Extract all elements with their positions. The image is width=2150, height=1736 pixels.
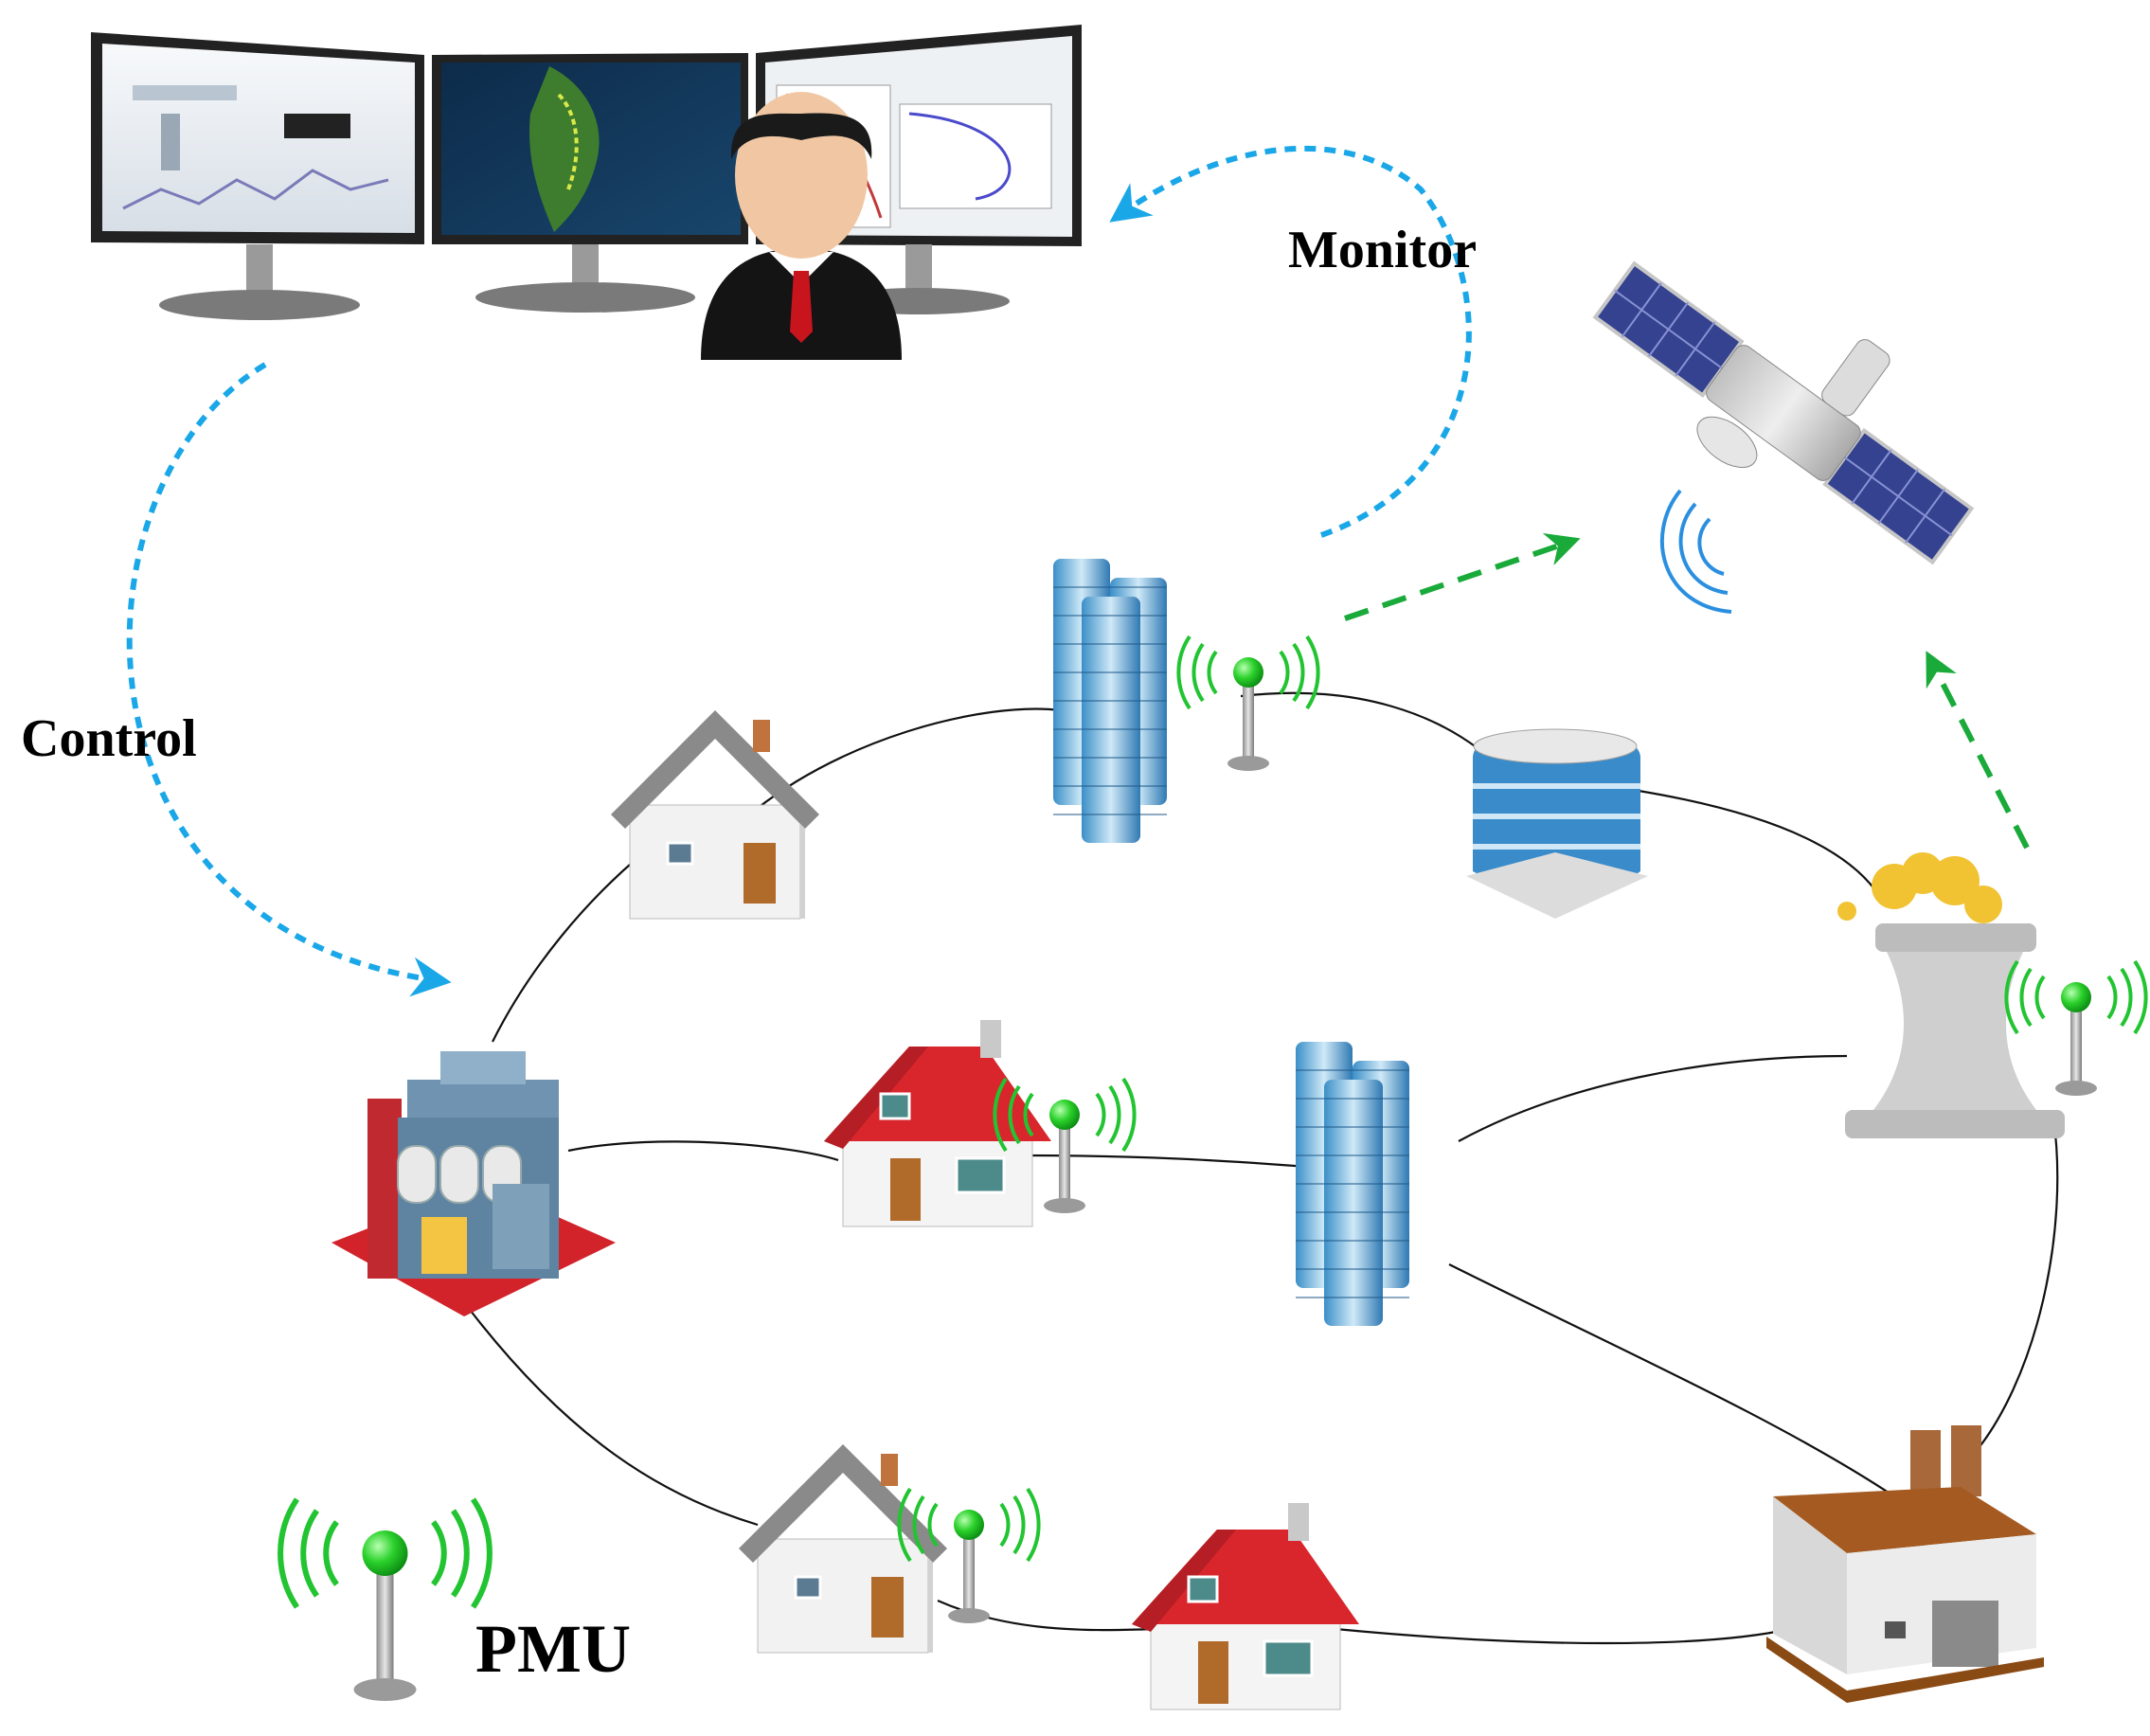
operator-icon bbox=[701, 92, 902, 360]
control-arrow bbox=[126, 362, 452, 997]
line-towers-factory bbox=[1448, 1263, 1895, 1497]
factory-icon bbox=[1766, 1425, 2044, 1703]
house-icon bbox=[737, 1442, 949, 1655]
line-house-red-bottom-factory bbox=[1335, 1627, 1791, 1645]
pmu-legend-icon bbox=[280, 1499, 490, 1701]
monitor-arrow bbox=[1109, 145, 1472, 538]
power-plant-icon bbox=[331, 1051, 616, 1316]
pmu-antenna-icon bbox=[2004, 959, 2148, 1098]
line-towers-office bbox=[1240, 691, 1478, 749]
monitor-icon bbox=[91, 25, 1082, 320]
line-towers-tower bbox=[1458, 1054, 1848, 1142]
satellite-signal bbox=[1659, 489, 1732, 614]
uplink-arrow-tower bbox=[1926, 651, 2030, 850]
skyscraper-icon bbox=[1052, 558, 1168, 844]
skyscraper-icon bbox=[1295, 1041, 1410, 1327]
line-plant-house-red-mid bbox=[567, 1140, 839, 1162]
pmu-antenna-icon bbox=[1176, 635, 1320, 773]
pmu-legend-label: PMU bbox=[475, 1611, 631, 1687]
uplink-arrow-towers bbox=[1344, 532, 1581, 621]
office-building-icon bbox=[1466, 728, 1648, 919]
house-icon bbox=[822, 1018, 1053, 1228]
monitor-label: Monitor bbox=[1288, 221, 1478, 279]
cooling-tower-icon bbox=[1837, 852, 2065, 1138]
line-plant-house-gray-top bbox=[492, 851, 645, 1043]
satellite-icon bbox=[1592, 260, 1975, 565]
house-icon bbox=[609, 708, 821, 921]
line-tower-factory bbox=[1969, 1117, 2059, 1459]
house-icon bbox=[1130, 1501, 1361, 1711]
line-office-tower bbox=[1638, 789, 1876, 891]
control-label: Control bbox=[21, 709, 197, 768]
line-plant-house-gray-bottom bbox=[463, 1301, 759, 1527]
